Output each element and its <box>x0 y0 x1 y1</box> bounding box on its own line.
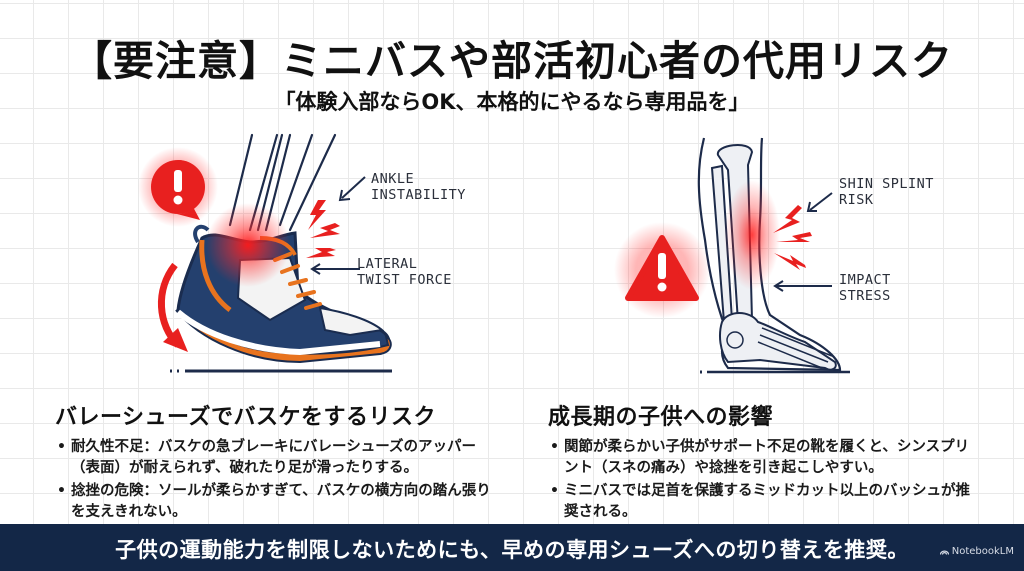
section-heading: 成長期の子供への影響 <box>548 405 774 430</box>
warning-triangle-icon <box>614 222 710 318</box>
callout-shin-splint-risk: SHIN SPLINT RISK <box>839 176 934 208</box>
callout-ankle-instability: ANKLE INSTABILITY <box>371 171 466 203</box>
notebooklm-logo-icon <box>939 550 949 555</box>
leg-skeleton-illustration <box>610 130 860 390</box>
page-subtitle: 「体験入部ならOK、本格的にやるなら専用品を」 <box>274 90 750 114</box>
section-heading: バレーシューズでバスケをするリスク <box>55 405 436 430</box>
footer-message: 子供の運動能力を制限しないためにも、早めの専用シューズへの切り替えを推奨。 <box>115 538 909 562</box>
page-title: 【要注意】ミニバスや部活初心者の代用リスク <box>71 37 953 85</box>
bullet-durability: 耐久性不足：バスケの急ブレーキにバレーシューズのアッパー（表面）が耐えられず、破… <box>55 437 495 479</box>
bullet-joint-softness: 関節が柔らかい子供がサポート不足の靴を履くと、シンスプリント（スネの痛み）や捻挫… <box>548 437 978 479</box>
brand-watermark: NotebookLM <box>939 546 1014 557</box>
bullet-sprain-danger: 捻挫の危険：ソールが柔らかすぎて、バスケの横方向の踏ん張りを支えきれない。 <box>55 481 495 523</box>
footer-banner: 子供の運動能力を制限しないためにも、早めの専用シューズへの切り替えを推奨。 No… <box>0 524 1024 571</box>
volleyball-shoe-risk-section: バレーシューズでバスケをするリスク 耐久性不足：バスケの急ブレーキにバレーシュー… <box>55 399 495 525</box>
child-growth-impact-section: 成長期の子供への影響 関節が柔らかい子供がサポート不足の靴を履くと、シンスプリン… <box>548 399 978 525</box>
callout-lateral-twist-force: LATERAL TWIST FORCE <box>357 256 452 288</box>
shoe-illustration <box>130 130 410 390</box>
alert-speech-bubble-icon <box>138 147 218 227</box>
brand-name: NotebookLM <box>951 546 1014 557</box>
bullet-midcut-recommendation: ミニバスでは足首を保護するミッドカット以上のバッシュが推奨される。 <box>548 481 978 523</box>
callout-impact-stress: IMPACT STRESS <box>839 272 891 304</box>
